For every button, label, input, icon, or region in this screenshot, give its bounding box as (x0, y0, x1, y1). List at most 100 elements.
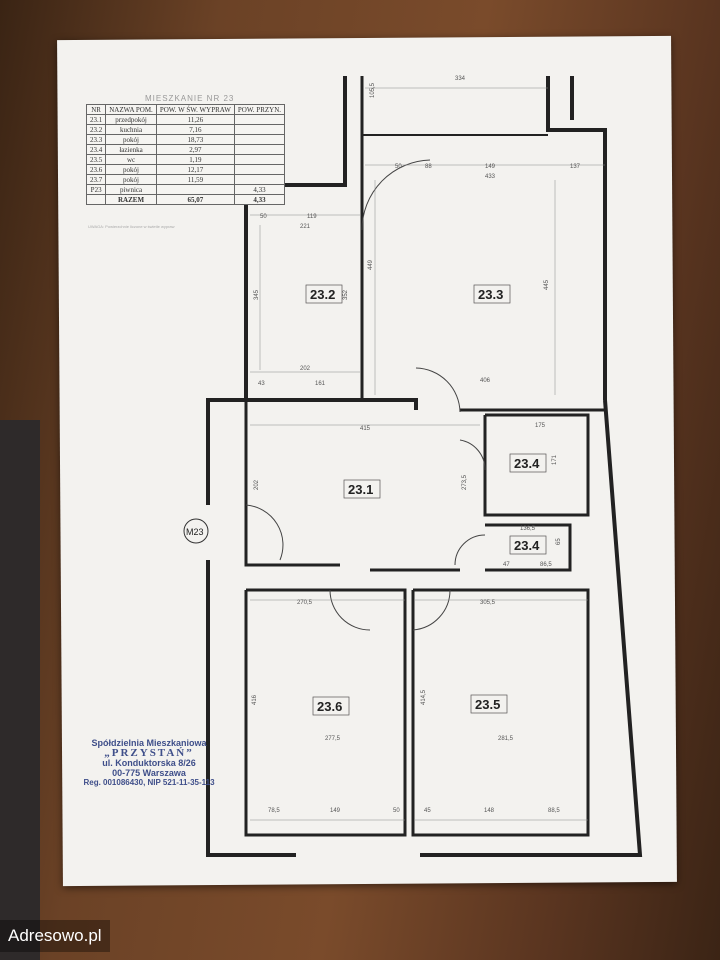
table-cell: 4,33 (233, 184, 286, 195)
table-cell: 18,73 (155, 134, 235, 145)
room-label: 23.4 (514, 456, 540, 471)
dimension-label: 149 (330, 808, 341, 814)
dimension-label: 433 (485, 174, 496, 180)
dimension-label: 273,5 (462, 474, 468, 490)
table-cell (233, 174, 286, 185)
dimension-label: 281,5 (498, 736, 514, 742)
dimension-label: 88 (425, 164, 432, 170)
table-cell: 11,59 (155, 174, 235, 185)
dimension-label: 305,5 (480, 600, 496, 606)
dimension-label: 45 (424, 808, 431, 814)
dimension-label: 334 (455, 76, 466, 82)
room-table: NR NAZWA POM. POW. W ŚW. WYPRAW POW. PRZ… (85, 104, 286, 205)
dimension-label: 345 (254, 289, 260, 300)
table-cell (233, 134, 286, 145)
dimension-label: 161 (315, 381, 326, 387)
dimension-label: 86,5 (540, 562, 552, 568)
table-cell: 23.5 (85, 154, 107, 165)
dimension-label: 415 (360, 426, 371, 432)
room-label: 23.4 (514, 538, 540, 553)
table-cell: pokój (105, 134, 157, 145)
table-title: MIESZKANIE NR 23 (145, 94, 235, 103)
doors (245, 159, 486, 631)
dimension-label: 78,5 (268, 808, 280, 814)
table-cell: 1,19 (155, 154, 235, 165)
table-cell: 23.4 (85, 144, 107, 155)
dimension-label: 202 (300, 366, 311, 372)
watermark: Adresowo.pl (0, 920, 110, 952)
table-header: POW. PRZYN. (233, 104, 286, 115)
table-cell: łazienka (105, 144, 157, 155)
table-cell: 11,26 (155, 114, 235, 125)
dimension-label: 352 (343, 289, 349, 300)
table-cell: 12,17 (155, 164, 235, 175)
dimension-label: 137 (570, 164, 581, 170)
room-label: 23.5 (475, 697, 500, 712)
background-shadow (0, 420, 40, 960)
table-cell: piwnica (105, 184, 157, 195)
dimension-label: 149 (485, 164, 496, 170)
dimension-label: 50 (393, 808, 400, 814)
table-cell: 2,97 (155, 144, 235, 155)
table-cell (233, 144, 286, 155)
table-cell: RAZEM (105, 194, 157, 205)
stamp-line: „PRZYSTAŃ” (104, 747, 194, 759)
dimension-label: 43 (258, 381, 265, 387)
room-labels: 23.2 23.3 23.1 23.4 23.4 23.6 23.5 M23 (183, 284, 547, 716)
stamp-line: Spółdzielnia Mieszkaniowa (91, 738, 207, 748)
table-cell: 7,16 (155, 124, 235, 135)
stamp-line: Reg. 001086430, NIP 521-11-35-113 (83, 778, 215, 787)
dimension-label: 50 (395, 164, 402, 170)
dimension-label: 449 (368, 259, 374, 270)
dimension-label: 175 (535, 423, 546, 429)
table-cell: P23 (85, 184, 107, 195)
table-cell: przedpokój (105, 114, 157, 125)
table-cell (85, 194, 107, 205)
room-label: 23.1 (348, 482, 373, 497)
stamp-line: 00-775 Warszawa (112, 768, 186, 778)
walls (206, 76, 643, 857)
dimension-label: 65 (556, 538, 562, 545)
dimension-label: 414,5 (421, 689, 427, 705)
table-cell: 23.7 (85, 174, 107, 185)
dimension-label: 50 (260, 214, 267, 220)
dimension-lines (250, 87, 605, 821)
table-cell (233, 154, 286, 165)
dimension-label: 202 (254, 479, 260, 490)
dimension-label: 171 (552, 454, 558, 465)
dimension-label: 270,5 (297, 600, 313, 606)
dimension-label: 88,5 (548, 808, 560, 814)
room-label: 23.2 (310, 287, 335, 302)
cooperative-stamp: Spółdzielnia Mieszkaniowa „PRZYSTAŃ” ul.… (64, 738, 234, 788)
table-cell: kuchnia (105, 124, 157, 135)
table-cell: 23.6 (85, 164, 107, 175)
table-cell: 65,07 (155, 194, 235, 205)
table-cell: wc (105, 154, 157, 165)
table-cell (233, 164, 286, 175)
dimension-label: 119 (307, 214, 317, 220)
room-label: 23.3 (478, 287, 503, 302)
table-header: POW. W ŚW. WYPRAW (155, 104, 235, 115)
table-cell: 4,33 (233, 194, 286, 205)
room-label: 23.6 (317, 699, 342, 714)
table-cell: 23.1 (85, 114, 107, 125)
table-header-row: NR NAZWA POM. POW. W ŚW. WYPRAW POW. PRZ… (85, 104, 286, 115)
dimension-label: 416 (252, 694, 258, 705)
entrance-label: M23 (186, 527, 204, 537)
table-cell: 23.3 (85, 134, 107, 145)
table-cell (233, 114, 286, 125)
table-cell (233, 124, 286, 135)
dimension-label: 105,5 (370, 82, 376, 98)
dimension-label: 148 (484, 808, 495, 814)
table-cell: 23.2 (85, 124, 107, 135)
table-note: UWAGA: Powierzchnie liczone w świetle wy… (88, 224, 175, 229)
